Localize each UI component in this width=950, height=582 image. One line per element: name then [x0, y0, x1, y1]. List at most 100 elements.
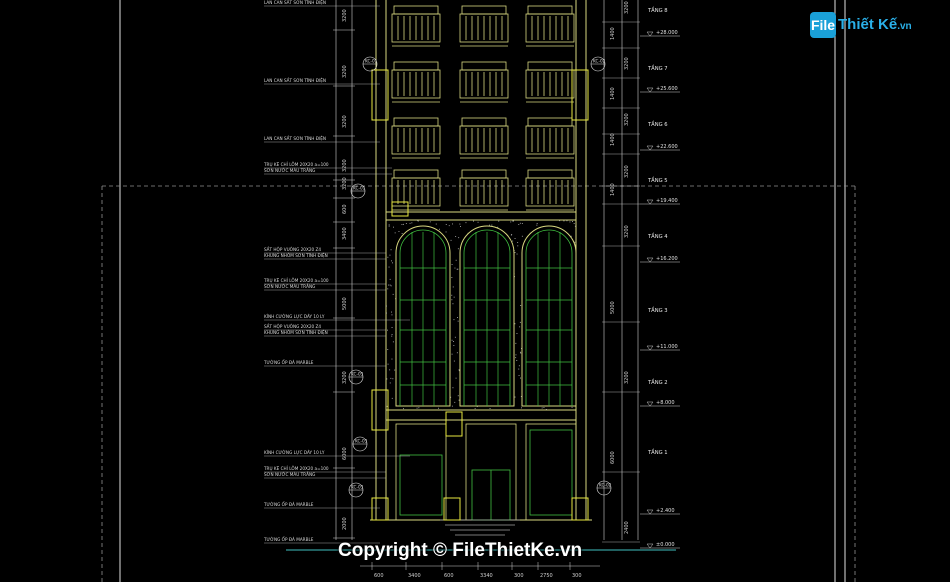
- annotation: SƠN NƯỚC MÀU TRẮNG: [264, 284, 386, 291]
- speckle-dot: [389, 284, 391, 286]
- detail-tag: KC-02: [590, 56, 606, 72]
- speckle-dot: [401, 224, 403, 225]
- speckle-dot: [405, 223, 407, 224]
- speckle-dot: [515, 342, 517, 344]
- annotation: KHUNG NHÔM SƠN TĨNH ĐIỆN: [264, 253, 386, 260]
- left-dim-value: 3200: [342, 65, 348, 78]
- speckle-dot: [521, 348, 522, 349]
- balcony-window-head: [527, 5, 573, 15]
- left-dim-value: 3200: [342, 115, 348, 128]
- speckle-dot: [516, 360, 518, 361]
- speckle-dot: [451, 264, 453, 265]
- speckle-dot: [388, 284, 390, 286]
- speckle-dot: [541, 407, 543, 409]
- speckle-dot: [571, 406, 573, 408]
- speckle-dot: [519, 222, 521, 224]
- floor-name: TẦNG 3: [647, 306, 668, 314]
- speckle-dot: [517, 245, 519, 247]
- left-dim-value: 3400: [342, 227, 348, 240]
- speckle-dot: [520, 377, 521, 379]
- speckle-dot: [518, 368, 520, 370]
- right-dim-value: 6000: [610, 451, 616, 464]
- speckle-dot: [391, 335, 393, 337]
- speckle-dot: [456, 268, 458, 270]
- annotation: TRỤ KẼ CHỈ LÕM 20X20 a=100: [263, 162, 392, 169]
- balcony-window-head: [461, 61, 507, 71]
- balcony-window-head: [461, 5, 507, 15]
- speckle-dot: [559, 220, 561, 222]
- speckle-dot: [563, 220, 565, 222]
- speckle-dot: [394, 369, 396, 371]
- speckle-dot: [450, 239, 452, 241]
- balcony-window-head: [393, 61, 439, 71]
- right-dim-value: 3200: [624, 1, 630, 14]
- speckle-dot: [520, 352, 522, 354]
- annotation: KHUNG NHÔM SƠN TĨNH ĐIỆN: [264, 330, 386, 337]
- floor-name: TẦNG 6: [647, 120, 668, 128]
- annotation-text: SƠN NƯỚC MÀU TRẮNG: [264, 284, 315, 289]
- right-dim-value: 3200: [624, 371, 630, 384]
- detail-tag: KC-03: [348, 369, 364, 385]
- speckle-dot: [391, 260, 392, 262]
- right-dim-value: 1400: [610, 27, 616, 40]
- arch-inner: [463, 229, 511, 406]
- speckle-dot: [450, 396, 452, 398]
- level-value: +25.600: [656, 86, 678, 92]
- speckle-dot: [489, 408, 491, 409]
- level-triangle: [646, 509, 654, 515]
- speckle-dot: [438, 407, 439, 409]
- speckle-dot: [510, 234, 512, 236]
- annotation: TƯỜNG ỐP ĐÁ MARBLE: [263, 537, 380, 544]
- speckle-dot: [514, 252, 516, 253]
- tag-label: KC-03: [351, 485, 364, 490]
- annotation-text: LAN CAN SẮT SƠN TĨNH ĐIỆN: [264, 0, 326, 5]
- speckle-dot: [452, 286, 454, 288]
- speckle-dot: [387, 256, 389, 258]
- speckle-dot: [457, 248, 459, 250]
- speckle-dot: [458, 399, 460, 401]
- speckle-dot: [517, 242, 519, 243]
- speckle-dot: [451, 277, 453, 278]
- speckle-dot: [491, 224, 493, 226]
- level-value: +28.000: [656, 30, 678, 36]
- logo-text: Thiết Kế.vn: [838, 16, 912, 33]
- speckle-dot: [417, 220, 419, 222]
- speckle-dot: [389, 382, 391, 384]
- upper-floor-balconies: [391, 5, 575, 211]
- speckle-dot: [457, 317, 458, 318]
- speckle-dot: [453, 345, 455, 346]
- speckle-dot: [458, 369, 460, 371]
- tag-label: KC-01: [365, 59, 378, 64]
- left-dim-value: 600: [342, 204, 348, 214]
- annotation: TƯỜNG ỐP ĐÁ MARBLE: [263, 502, 380, 509]
- speckle-dot: [516, 333, 518, 334]
- tag-label: KC-01: [353, 186, 366, 191]
- bottom-dim-value: 300: [572, 573, 582, 579]
- left-dim-value: 3200: [342, 159, 348, 172]
- speckle-dot: [514, 323, 516, 325]
- speckle-dot: [403, 223, 404, 225]
- arch-inner: [399, 229, 447, 406]
- speckle-dot: [512, 220, 514, 222]
- speckle-dot: [392, 293, 394, 295]
- speckle-dot: [521, 235, 523, 237]
- speckle-dot: [520, 396, 522, 397]
- speckle-dot: [536, 224, 538, 226]
- speckle-dot: [452, 387, 454, 389]
- speckle-dot: [460, 226, 461, 227]
- right-dim-value: 3200: [624, 165, 630, 178]
- level-triangle: [646, 145, 654, 151]
- right-dimension-chain: [603, 0, 639, 540]
- balcony-window-head: [527, 169, 573, 179]
- speckle-dot: [389, 254, 391, 256]
- left-dim-value: 3200: [342, 9, 348, 22]
- speckle-dot: [454, 401, 456, 403]
- balcony-window-head: [527, 61, 573, 71]
- speckle-dot: [401, 233, 403, 234]
- speckle-dot: [387, 363, 389, 365]
- speckle-dot: [391, 327, 393, 328]
